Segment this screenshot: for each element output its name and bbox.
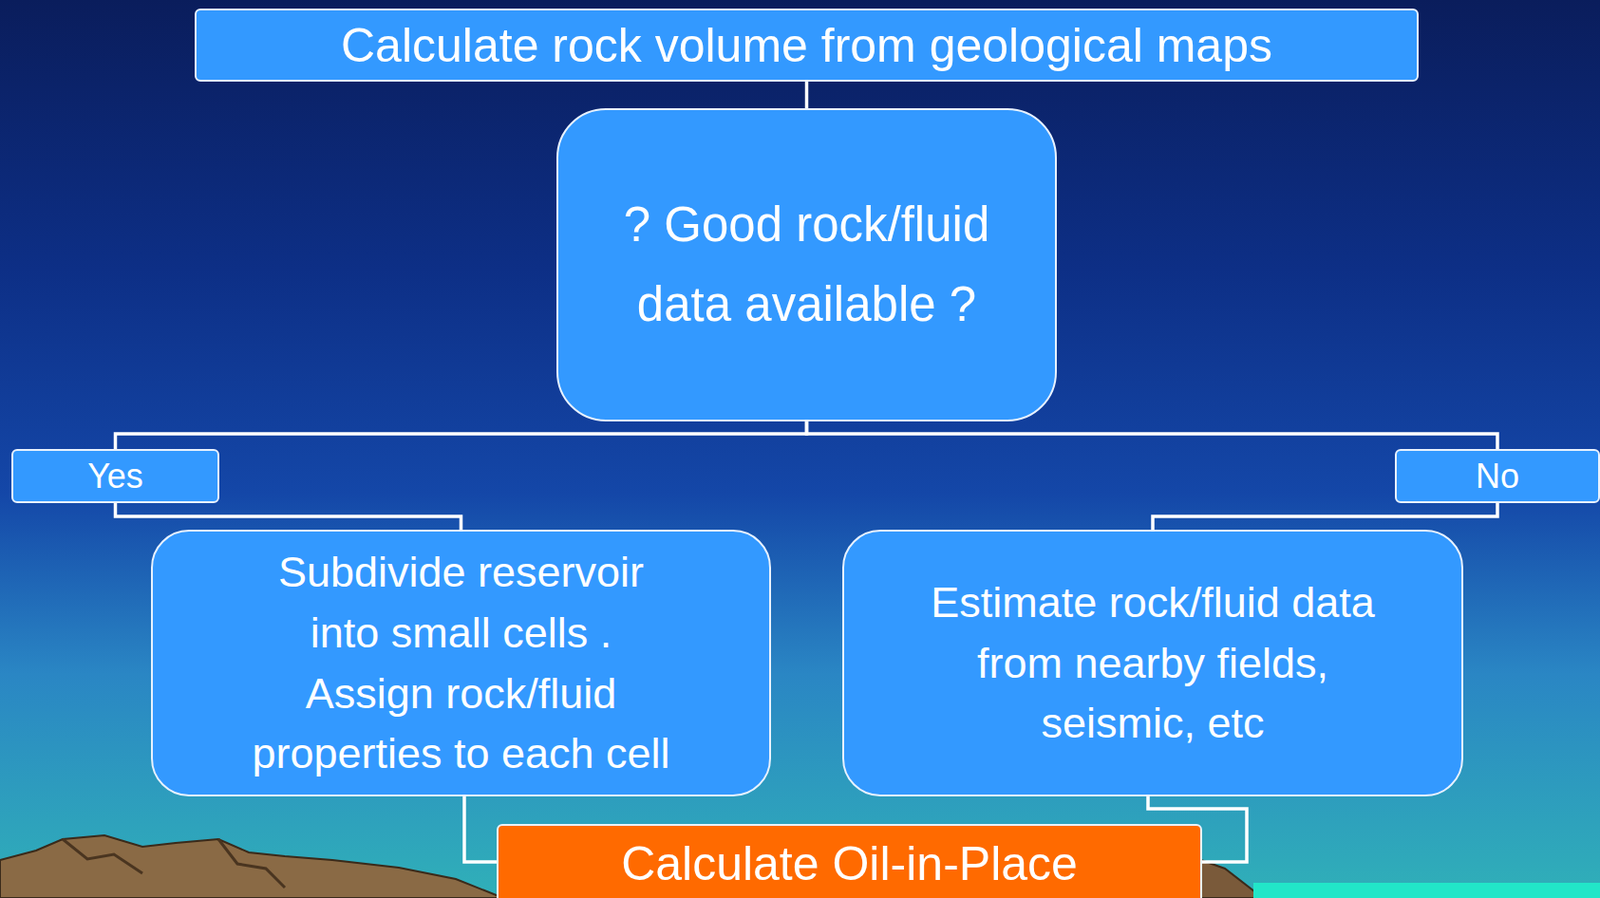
ground-bar [1253,883,1600,898]
node-text: ? Good rock/fluid data available ? [618,185,996,345]
process-box: Subdivide reservoir into small cells . A… [150,529,772,797]
node-text: Yes [87,455,144,497]
mountain-ridge [62,839,143,874]
node-text: Estimate rock/fluid data from nearby fie… [899,572,1407,755]
connector-line [805,81,810,109]
process-box: Calculate rock volume from geological ma… [194,8,1419,82]
node-text: Subdivide reservoir into small cells . A… [244,542,678,786]
branch-label-box: Yes [11,449,220,504]
branch-label-box: No [1394,449,1600,504]
mountain-ridge [218,839,285,888]
node-text: No [1475,455,1520,497]
connector-line [464,796,497,863]
mountain [0,835,504,898]
node-text: Calculate rock volume from geological ma… [340,17,1273,75]
connector-line [115,421,808,450]
connector-line [115,503,462,530]
node-text: Calculate Oil-in-Place [621,835,1078,893]
connector-line [807,421,1499,450]
process-box: Estimate rock/fluid data from nearby fie… [842,529,1464,797]
result-box: Calculate Oil-in-Place [496,824,1203,898]
decision-box: ? Good rock/fluid data available ? [556,108,1057,422]
connector-line [1152,503,1498,530]
